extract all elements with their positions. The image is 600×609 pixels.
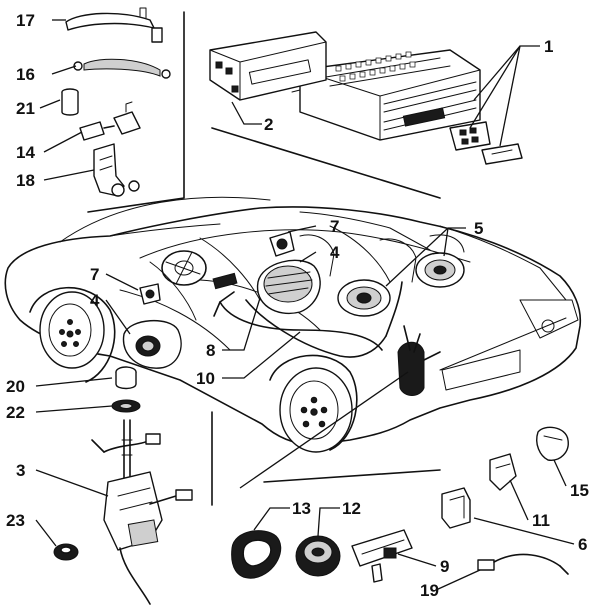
- callout-21: 21: [16, 99, 35, 118]
- radio-card-part: [481, 143, 523, 165]
- front-wheel: [29, 286, 116, 383]
- callout-7-left: 7: [90, 265, 99, 284]
- oval-gasket: [231, 530, 282, 579]
- cable-19: [477, 553, 569, 575]
- connector-block: [351, 529, 413, 583]
- callout-20: 20: [6, 377, 25, 396]
- callout-19: 19: [420, 581, 439, 600]
- rear-speaker-left: [337, 279, 391, 317]
- speaker-cable-8: [213, 291, 383, 351]
- round-grommet: [295, 535, 341, 577]
- clip-6: [441, 487, 471, 529]
- callout-11: 11: [532, 511, 550, 530]
- callout-6: 6: [578, 535, 587, 554]
- cable-bracket: [93, 143, 140, 197]
- callout-10: 10: [196, 369, 215, 388]
- strap-cable: [65, 7, 163, 43]
- callout-18: 18: [16, 171, 35, 190]
- callout-3: 3: [16, 461, 25, 480]
- front-door-speaker: [122, 319, 182, 369]
- antenna-grommet: [53, 543, 79, 561]
- clip-15: [536, 426, 569, 461]
- inline-connector: [79, 101, 141, 141]
- section-dividers: [87, 11, 441, 506]
- antenna-amplifier: [397, 325, 441, 396]
- clip-11: [489, 453, 517, 491]
- callout-5: 5: [474, 219, 483, 238]
- leader-lines: [35, 19, 575, 591]
- radio-connector: [212, 272, 238, 290]
- callout-4-right: 4: [330, 243, 340, 262]
- rear-wheel: [269, 354, 358, 453]
- speaker-cable-10: [245, 281, 403, 358]
- radio-housing-frame: [209, 31, 327, 101]
- callout-7-right: 7: [330, 217, 339, 236]
- callout-15: 15: [570, 481, 589, 500]
- ferrite-core: [61, 88, 79, 116]
- callout-2: 2: [264, 115, 273, 134]
- rear-emblem: [541, 319, 555, 333]
- radio-keypad-part: [449, 121, 491, 151]
- callout-9: 9: [440, 557, 449, 576]
- callout-12: 12: [342, 499, 361, 518]
- tweeter-left: [139, 283, 161, 305]
- callout-13: 13: [292, 499, 311, 518]
- callout-23: 23: [6, 511, 25, 530]
- ground-strap: [73, 58, 171, 79]
- antenna-mast-assembly: [91, 366, 193, 605]
- rear-speaker-right: [415, 252, 465, 288]
- tweeter-right: [269, 231, 295, 257]
- callout-22: 22: [6, 403, 25, 422]
- callout-4-left: 4: [90, 291, 100, 310]
- callout-1: 1: [544, 37, 553, 56]
- callout-17: 17: [16, 11, 35, 30]
- callout-8: 8: [206, 341, 215, 360]
- callout-14: 14: [16, 143, 35, 162]
- callout-labels: 1 2 17 16 21 14 18 7 4 7 4 5 8 10 20 22 …: [6, 11, 589, 600]
- grille-speaker: [256, 259, 321, 314]
- callout-16: 16: [16, 65, 35, 84]
